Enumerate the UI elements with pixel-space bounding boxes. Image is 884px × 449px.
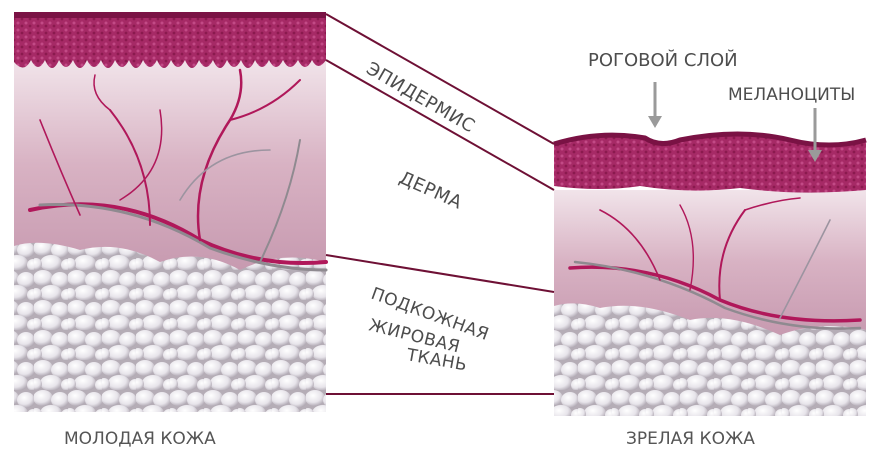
young-dermis-layer [14,60,326,270]
mature-skin-caption: ЗРЕЛАЯ КОЖА [626,429,755,449]
young-skin-illustration [14,12,326,412]
young-epidermis-layer [14,14,326,68]
mature-skin-illustration [554,134,866,416]
melanocytes-label: МЕЛАНОЦИТЫ [728,85,855,105]
young-skin-caption: МОЛОДАЯ КОЖА [64,429,216,449]
dermis-label: ДЕРМА [396,167,466,213]
young-fat-layer [14,238,326,412]
epidermis-label: ЭПИДЕРМИС [363,58,479,137]
stratum-corneum-label: РОГОВОЙ СЛОЙ [588,49,738,71]
connector-dermis-base [326,255,554,292]
